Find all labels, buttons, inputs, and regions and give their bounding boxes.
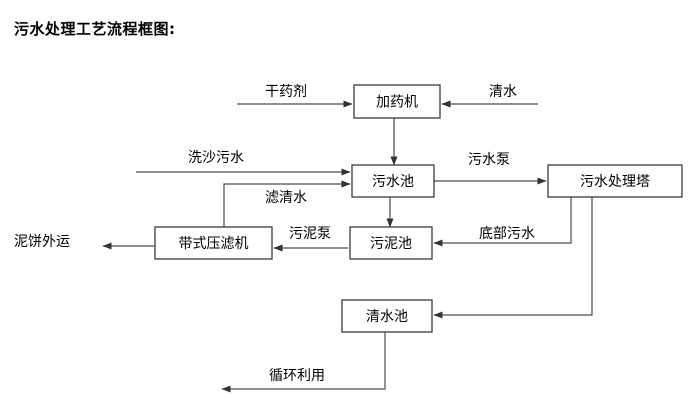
edge-filtered-water-to-wastewater-pool [223,180,351,227]
node-belt-filter-press[interactable]: 带式压滤机 [154,226,273,260]
edge-label-recycle-use: 循环利用 [269,368,325,384]
node-label: 带式压滤机 [179,236,249,252]
node-sludge-pool[interactable]: 污泥池 [349,226,433,260]
edge-label-bottom-wastewater: 底部污水 [479,226,535,242]
edge-bottom-wastewater-to-sludge-pool [433,197,572,247]
node-label: 加药机 [376,95,418,111]
edge-label-dry-chemical: 干药剂 [265,84,307,100]
node-treatment-tower[interactable]: 污水处理塔 [547,164,683,198]
edge-label-sludge-pump: 污泥泵 [289,226,331,242]
terminal-label-mud-cake-export: 泥饼外运 [14,234,70,250]
node-label: 污泥池 [370,236,412,252]
edge-treatment-tower-to-clean-water-pool [433,197,593,319]
edge-label-wastewater-pump: 污水泵 [468,152,510,168]
node-dosing-machine[interactable]: 加药机 [353,84,441,119]
node-label: 清水池 [366,309,408,325]
edge-label-sand-wash-wastewater: 洗沙污水 [188,150,244,166]
node-label: 污水池 [372,174,414,190]
edge-clean-water-pool-to-recycle-use [221,332,386,393]
node-clean-water-pool[interactable]: 清水池 [341,299,433,333]
page-title: 污水处理工艺流程框图: [14,20,176,38]
edge-label-clean-water-in: 清水 [489,84,517,100]
node-label: 污水处理塔 [580,174,650,190]
edge-label-filtered-water: 滤清水 [265,190,307,206]
node-wastewater-pool[interactable]: 污水池 [351,164,435,198]
